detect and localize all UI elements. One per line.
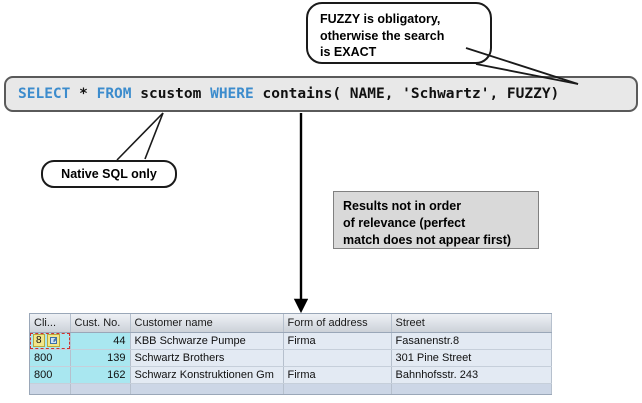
table-footer-strip [30,383,552,394]
cell-street: Fasanenstr.8 [391,332,552,350]
column-header-cust-no[interactable]: Cust. No. [70,314,131,333]
callout-native-sql-label: Native SQL only [61,166,157,181]
cell-form-of-address: Firma [283,332,392,350]
footer-cell [283,383,392,394]
cell-customer-name: Schwarz Konstruktionen Gm [130,366,284,384]
cell-cli: 800 [30,366,71,384]
table-row[interactable]: 800 139 Schwartz Brothers 301 Pine Stree… [30,349,552,367]
cell-customer-name: KBB Schwarze Pumpe [130,332,284,350]
cell-form-of-address: Firma [283,366,392,384]
callout-native-tail-left [116,112,164,161]
callout-fuzzy-line-2: otherwise the search [320,28,445,43]
sql-contains-predicate: contains( NAME, 'Schwartz', FUZZY) [253,86,560,102]
callout-native-sql-only: Native SQL only [41,160,177,188]
column-header-form-of-address[interactable]: Form of address [283,314,392,333]
result-table[interactable]: Cli... Cust. No. Customer name Form of a… [29,313,552,395]
footer-cell [70,383,131,394]
cell-cust-no: 162 [70,366,131,384]
selection-marker: 8 [30,332,69,348]
column-header-cli[interactable]: Cli... [30,314,71,333]
table-header-row: Cli... Cust. No. Customer name Form of a… [30,314,552,333]
column-header-street[interactable]: Street [391,314,552,333]
note-line-3: match does not appear first) [343,232,512,247]
cell-street: 301 Pine Street [391,349,552,367]
note-results-not-ordered: Results not in order of relevance (perfe… [333,191,539,249]
sql-keyword-where: WHERE [210,86,254,102]
footer-cell [391,383,552,394]
drilldown-icon[interactable] [46,334,60,347]
cell-cli: 800 [30,349,71,367]
cell-street: Bahnhofsstr. 243 [391,366,552,384]
note-line-2: of relevance (perfect [343,215,466,230]
cell-cust-no: 139 [70,349,131,367]
column-header-customer-name[interactable]: Customer name [130,314,284,333]
sql-keyword-from: FROM [96,86,132,102]
sql-table-name: scustom [131,86,211,102]
callout-fuzzy-line-1: FUZZY is obligatory, [320,12,441,26]
cell-form-of-address [283,349,392,367]
callout-native-tail-right [144,112,164,160]
sql-token-star: * [70,86,97,102]
cell-cust-no: 44 [70,332,131,350]
cell-cli-value: 8 [33,334,45,347]
note-line-1: Results not in order [343,199,462,213]
result-table-grid: Cli... Cust. No. Customer name Form of a… [30,314,552,394]
sql-keyword-select: SELECT [18,86,71,102]
callout-fuzzy-obligatory: FUZZY is obligatory, otherwise the searc… [306,2,492,64]
callout-fuzzy-line-3: is EXACT [320,45,377,59]
sql-statement-box: SELECT * FROM scustom WHERE contains( NA… [4,76,638,112]
footer-cell [30,383,71,394]
footer-cell [130,383,284,394]
cell-cli-selected[interactable]: 8 [30,332,71,350]
table-row[interactable]: 800 162 Schwarz Konstruktionen Gm Firma … [30,366,552,384]
cell-customer-name: Schwartz Brothers [130,349,284,367]
table-row[interactable]: 8 44 KBB Schwarze Pumpe Firma Fasanenstr… [30,332,552,350]
